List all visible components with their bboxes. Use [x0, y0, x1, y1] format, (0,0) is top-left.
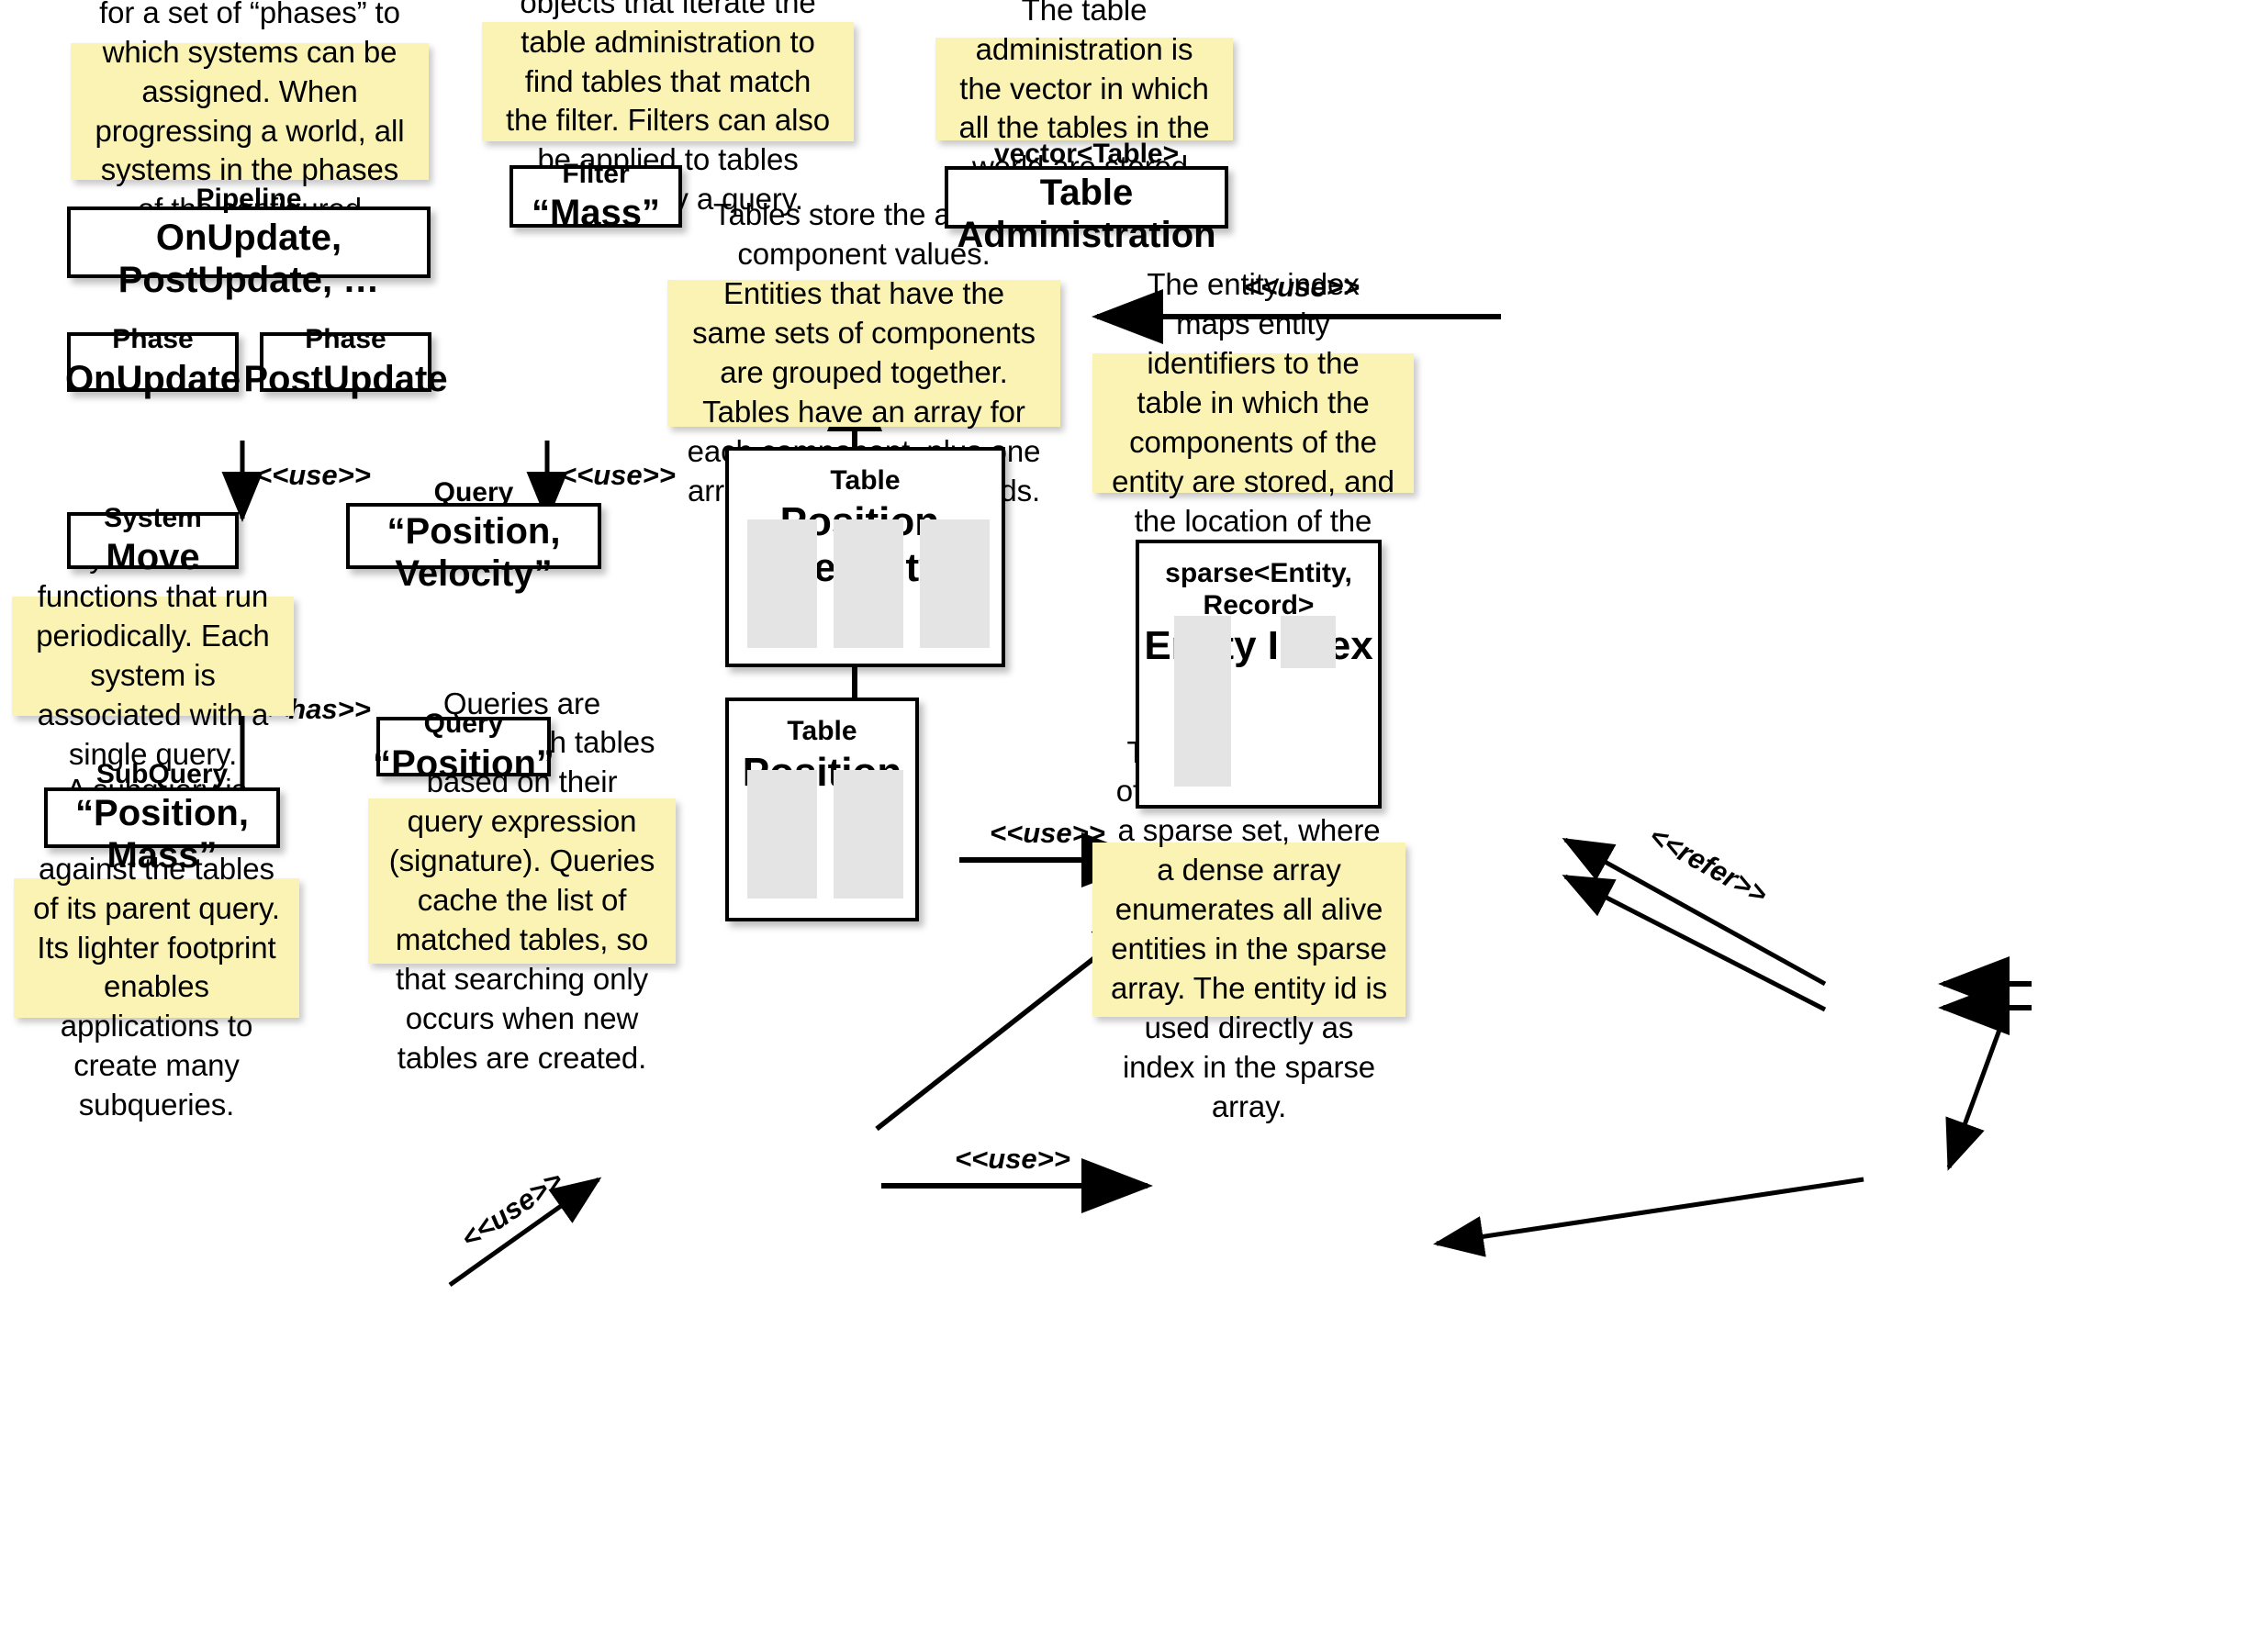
box-filter-mass-stereotype: Filter [562, 158, 630, 189]
array-column [920, 519, 990, 648]
box-pipeline-name: OnUpdate, PostUpdate, … [118, 218, 380, 301]
note-queries-text: Queries are matched with tables based on… [388, 686, 655, 1075]
box-pipeline-stereotype: Pipeline [196, 183, 302, 214]
note-entity-index-text: The entity index maps entity identifiers… [1112, 267, 1394, 576]
table-position-arrays [747, 770, 903, 899]
box-filter-mass-name: “Mass” [531, 193, 661, 234]
note-systems: Systems are functions that run periodica… [12, 540, 294, 771]
box-phase-onupdate-stereotype: Phase [112, 324, 194, 355]
box-query-position-velocity[interactable]: Query “Position, Velocity” [346, 477, 601, 594]
box-table-position-velocity[interactable]: Table Position, Velocity [725, 447, 1005, 667]
box-phase-onupdate[interactable]: Phase OnUpdate [65, 324, 241, 399]
box-entity-index-stereotype: sparse<Entity, Record> [1165, 558, 1352, 620]
box-query-position-velocity-stereotype: Query [433, 476, 514, 508]
box-subquery-position-mass-stereotype: SubQuery [95, 758, 229, 789]
note-table-administration: The table administration is the vector i… [935, 0, 1233, 184]
sparse-array-column [1174, 616, 1231, 787]
note-pipeline: A pipeline subscribes for a set of “phas… [71, 0, 429, 265]
box-table-position-stereotype: Table [787, 716, 857, 746]
box-phase-postupdate-name: PostUpdate [243, 358, 448, 399]
note-subquery-text: A subquery is matched only against the t… [33, 773, 280, 1122]
box-phase-postupdate[interactable]: Phase PostUpdate [243, 324, 447, 399]
box-table-position-velocity-stereotype: Table [830, 465, 901, 496]
edge-label-pipeline-onupdate: <<use>> [255, 459, 371, 491]
array-column [747, 519, 817, 648]
box-filter-mass[interactable]: Filter “Mass” [510, 159, 682, 233]
box-subquery-position-mass[interactable]: SubQuery “Position, Mass” [44, 759, 280, 876]
edge-label-entityindex-table: <<refer>> [1643, 819, 1774, 911]
array-column [834, 770, 903, 899]
box-phase-onupdate-name: OnUpdate [64, 358, 241, 399]
box-system-move-stereotype: System [104, 502, 202, 533]
box-entity-index[interactable]: sparse<Entity, Record> Entity Index [1136, 540, 1382, 809]
box-query-position-velocity-name: “Position, Velocity” [386, 511, 561, 595]
box-pipeline[interactable]: Pipeline OnUpdate, PostUpdate, … [67, 184, 431, 300]
edge-label-queryposvel-table: <<use>> [990, 817, 1105, 849]
note-entity-index: The entity index maps entity identifiers… [1092, 267, 1414, 577]
box-table-position[interactable]: Table Position [725, 698, 919, 921]
note-sparse-set: The data structure of the entity index i… [1092, 735, 1405, 1123]
box-phase-postupdate-stereotype: Phase [305, 324, 386, 355]
note-systems-text: Systems are functions that run periodica… [36, 540, 270, 771]
box-system-move[interactable]: System Move [67, 503, 239, 577]
edge-label-pipeline-postupdate: <<use>> [560, 459, 676, 491]
box-table-administration-name: Table Administration [957, 173, 1216, 256]
note-filters: Filters are stateless objects that itera… [482, 0, 854, 216]
box-system-move-name: Move [106, 537, 200, 578]
box-query-position-name: “Position” [373, 742, 554, 784]
box-table-administration-stereotype: vector<Table> [993, 138, 1180, 169]
array-column [747, 770, 817, 899]
array-column [834, 519, 903, 648]
note-subquery: A subquery is matched only against the t… [14, 773, 299, 1122]
box-query-position-stereotype: Query [423, 709, 504, 740]
table-position-velocity-arrays [747, 519, 990, 648]
box-query-position[interactable]: Query “Position” [373, 709, 554, 784]
edge-label-tableadmin-filter: <<use>> [1244, 271, 1360, 303]
box-subquery-position-mass-name: “Position, Mass” [75, 793, 249, 876]
box-table-administration[interactable]: vector<Table> Table Administration [945, 139, 1228, 255]
note-tables: Tables store the actual component values… [667, 197, 1060, 508]
note-queries: Queries are matched with tables based on… [368, 686, 676, 1075]
edge-label-queryposition-tableposition: <<use>> [955, 1143, 1070, 1175]
edge-label-subquery-query: <<use>> [454, 1163, 569, 1256]
dense-array-column [1281, 616, 1336, 668]
